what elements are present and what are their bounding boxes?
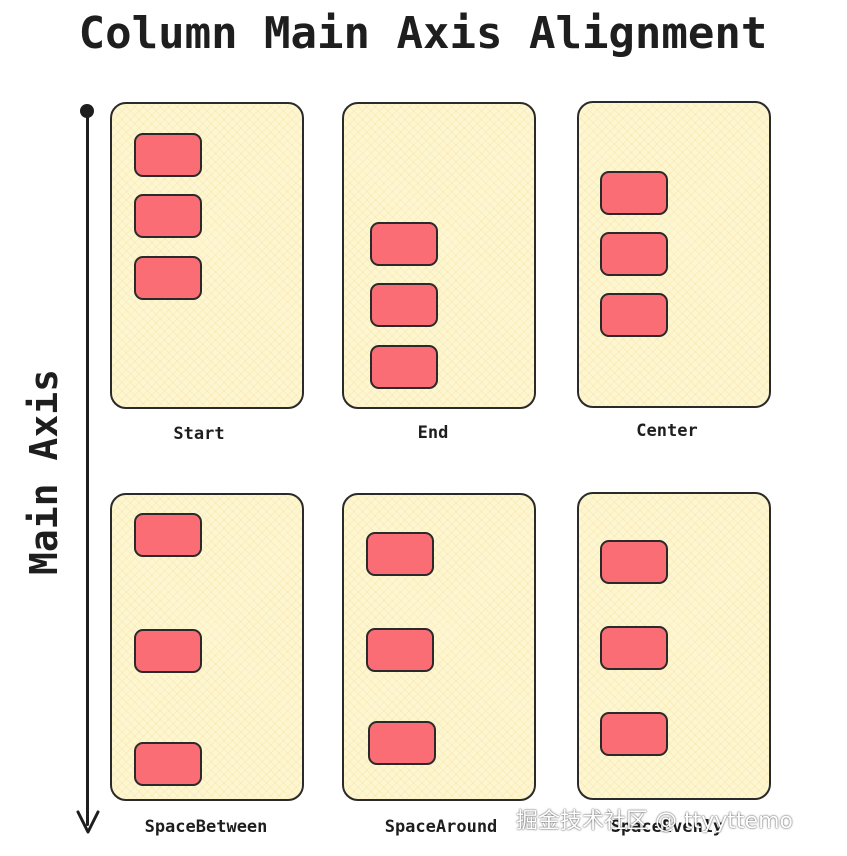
container-center [577,101,771,408]
item-box [366,628,434,672]
item-box [600,626,668,670]
item-box [600,293,668,337]
item-box [370,283,438,327]
item-box [370,345,438,389]
container-start [110,102,304,409]
caption-start: Start [173,424,225,444]
watermark-text: 掘金技术社区 @ ttyyttemo [516,809,793,834]
main-axis-label: Main Axis [22,369,66,575]
item-box [134,513,202,557]
item-box [368,721,436,765]
item-box [600,171,668,215]
item-box [134,629,202,673]
container-spacearound [342,493,536,801]
item-box [134,742,202,786]
item-box [134,256,202,300]
container-spacebetween [110,493,304,801]
caption-end: End [417,423,449,443]
item-box [600,232,668,276]
item-box [600,712,668,756]
main-axis-line [86,110,89,826]
item-box [370,222,438,266]
caption-center: Center [636,421,698,441]
item-box [134,133,202,177]
diagram-title: Column Main Axis Alignment [78,8,768,59]
item-box [600,540,668,584]
caption-spaceevenly: SpaceEvenly [610,817,724,837]
container-end [342,102,536,409]
item-box [366,532,434,576]
caption-spacebetween: SpaceBetween [144,817,268,837]
item-box [134,194,202,238]
caption-spacearound: SpaceAround [384,817,498,837]
arrow-down-icon [76,810,100,834]
container-spaceevenly [577,492,771,800]
